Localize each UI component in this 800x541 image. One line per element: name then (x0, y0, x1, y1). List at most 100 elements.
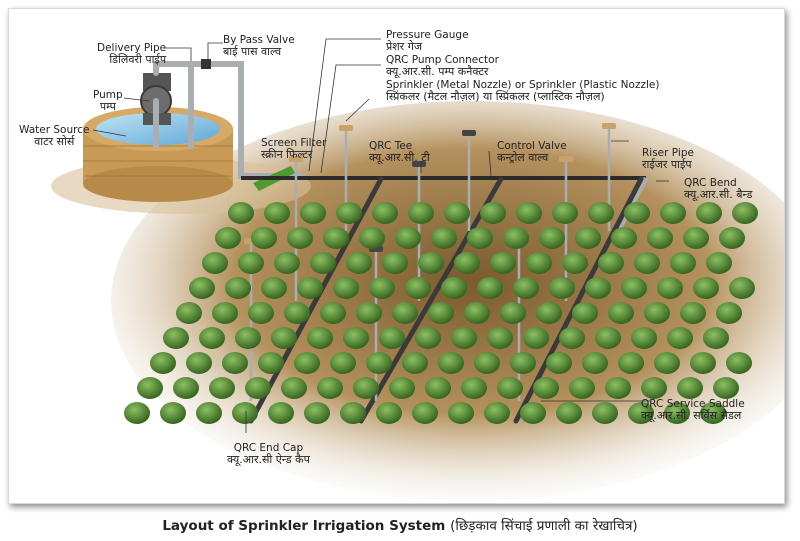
shrub (670, 252, 696, 274)
shrub (261, 277, 287, 299)
shrub (271, 327, 297, 349)
shrub (641, 377, 667, 399)
shrub (402, 352, 428, 374)
shrub (389, 377, 415, 399)
shrub (173, 377, 199, 399)
shrub (379, 327, 405, 349)
shrub (258, 352, 284, 374)
shrub (382, 252, 408, 274)
shrub (559, 327, 585, 349)
shrub (304, 402, 330, 424)
shrub (575, 227, 601, 249)
shrub (238, 252, 264, 274)
label-delivery-pipe: Delivery Pipe डिलिवरी पाईप (97, 42, 166, 66)
diagram-frame: Delivery Pipe डिलिवरी पाईप By Pass Valve… (8, 8, 785, 504)
shrub (660, 202, 686, 224)
shrub (124, 402, 150, 424)
shrub (484, 402, 510, 424)
shrub (451, 327, 477, 349)
shrub (726, 352, 752, 374)
label-sprinkler: Sprinkler (Metal Nozzle) or Sprinkler (P… (386, 79, 659, 103)
shrub (520, 402, 546, 424)
shrub (425, 377, 451, 399)
shrub (281, 377, 307, 399)
shrub (189, 277, 215, 299)
shrub (696, 202, 722, 224)
shrub (202, 252, 228, 274)
shrub (592, 402, 618, 424)
shrub (412, 402, 438, 424)
label-screen-filter: Screen Filter स्क्रीन फिल्टर (261, 137, 326, 161)
label-en: Control Valve (497, 140, 567, 152)
label-qrc-tee: QRC Tee क्यू.आर.सी. टी (369, 140, 430, 164)
caption-english: Layout of Sprinkler Irrigation System (162, 518, 446, 534)
shrub (700, 402, 726, 424)
label-hi: कन्ट्रोल वाल्व (497, 151, 549, 164)
shrub (713, 377, 739, 399)
shrub (353, 377, 379, 399)
shrub (480, 202, 506, 224)
shrub (598, 252, 624, 274)
shrub (516, 202, 542, 224)
shrub (467, 227, 493, 249)
shrub (323, 227, 349, 249)
label-water-source: Water Source वाटर सोर्स (19, 124, 89, 148)
label-en: Pressure Gauge (386, 29, 469, 41)
label-en: Delivery Pipe (97, 42, 167, 54)
shrub (526, 252, 552, 274)
shrub (572, 302, 598, 324)
shrub (307, 327, 333, 349)
shrub (683, 227, 709, 249)
label-en: Screen Filter (261, 137, 327, 149)
shrub (287, 227, 313, 249)
shrub (464, 302, 490, 324)
shrub (703, 327, 729, 349)
label-hi: क्यू.आर.सी. टी (369, 151, 430, 164)
label-pump: Pump पम्प (93, 89, 123, 113)
label-hi: प्रेशर गेज (386, 40, 423, 53)
shrub (186, 352, 212, 374)
shrub (225, 277, 251, 299)
shrub (245, 377, 271, 399)
label-qrc-bend: QRC Bend क्यू.आर.सी. बैन्ड (684, 177, 752, 201)
shrub (268, 402, 294, 424)
shrub (513, 277, 539, 299)
shrub (366, 352, 392, 374)
shrub (677, 377, 703, 399)
shrub (680, 302, 706, 324)
shrub (294, 352, 320, 374)
shrub (372, 202, 398, 224)
shrub (729, 277, 755, 299)
shrub (340, 402, 366, 424)
shrub (284, 302, 310, 324)
leader-lines (92, 38, 669, 433)
shrub (418, 252, 444, 274)
shrub (631, 327, 657, 349)
label-riser-pipe: Riser Pipe राईजर पाईप (642, 147, 694, 171)
label-hi: क्यू.आर.सी. पम्प कनैक्टर (386, 65, 489, 78)
shrub (719, 227, 745, 249)
shrub (160, 402, 186, 424)
shrub (209, 377, 235, 399)
shrub (405, 277, 431, 299)
shrub (732, 202, 758, 224)
crop-shrubs (124, 202, 758, 424)
shrub (634, 252, 660, 274)
label-en: Riser Pipe (642, 147, 694, 159)
shrub (346, 252, 372, 274)
label-bypass-valve: By Pass Valve बाई पास वाल्व (223, 34, 295, 58)
shrub (628, 402, 654, 424)
shrub (264, 202, 290, 224)
label-en: Water Source (19, 124, 90, 136)
shrub (474, 352, 500, 374)
shrub (310, 252, 336, 274)
label-en: QRC Pump Connector (386, 54, 499, 66)
label-en: QRC Service Saddle (641, 398, 745, 410)
shrub (228, 202, 254, 224)
label-control-valve: Control Valve कन्ट्रोल वाल्व (497, 140, 567, 164)
shrub (415, 327, 441, 349)
shrub (546, 352, 572, 374)
label-hi: क्यू.आर.सी ऐन्ड कैप (227, 453, 310, 466)
shrub (490, 252, 516, 274)
shrub (395, 227, 421, 249)
